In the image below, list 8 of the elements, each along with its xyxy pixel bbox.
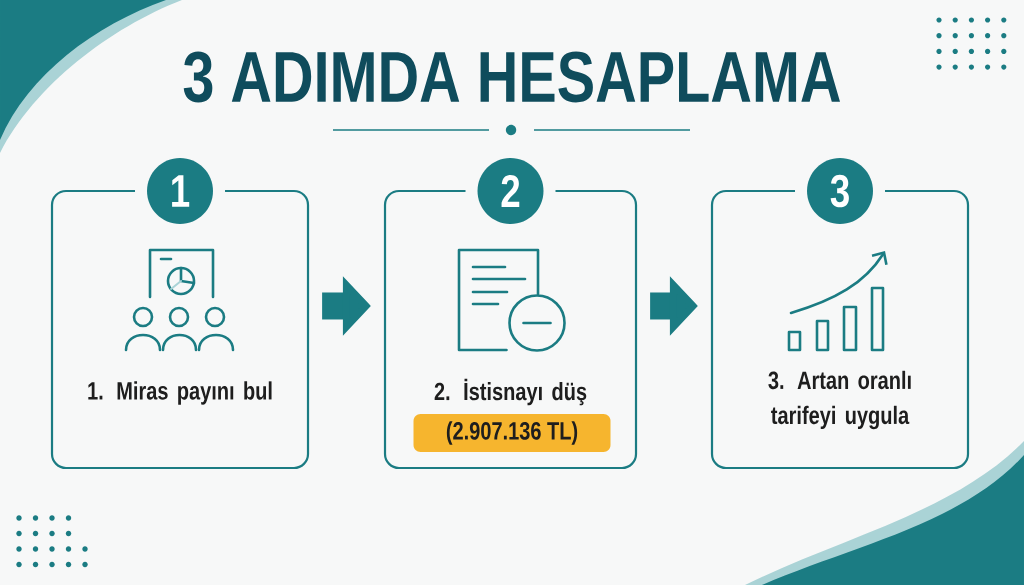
number-badge: 3 — [807, 158, 873, 224]
title: 3 ADIMDA HESAPLAMA — [183, 51, 840, 103]
number-badge: 1 — [147, 158, 213, 224]
step-text: 1. Miras payını bul — [88, 381, 272, 405]
highlight-pill: (2.907.136 TL) — [413, 414, 611, 452]
number-badge: 2 — [477, 158, 544, 224]
step-text: 3. Artan oranlı tarifeyi uygula — [768, 370, 911, 430]
step-text: 2. İstisnayı düş — [434, 378, 587, 406]
